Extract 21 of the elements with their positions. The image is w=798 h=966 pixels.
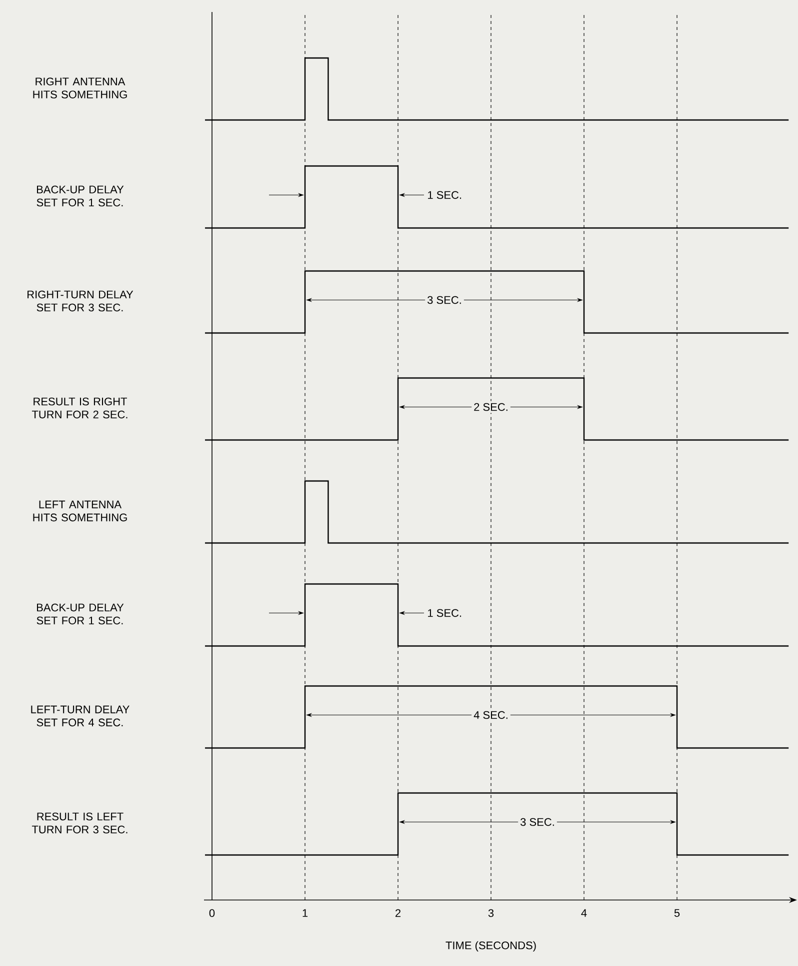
duration-label: 3 SEC. [518, 816, 557, 828]
tick-label: 5 [674, 909, 680, 917]
tick-label: 4 [581, 909, 587, 917]
duration-label: 1 SEC. [428, 609, 462, 617]
axis-title: TIME (SECONDS) [446, 941, 536, 952]
tick-label: 2 [396, 909, 401, 917]
duration-label: 3 SEC. [425, 294, 464, 306]
signal-label: RESULT IS RIGHT TURN FOR 2 SEC. [32, 398, 128, 418]
signal-label: RESULT IS LEFT TURN FOR 3 SEC. [32, 812, 128, 834]
signal-label: BACK-UP DELAY SET FOR 1 SEC. [36, 604, 124, 624]
signal-label: LEFT ANTENNA HITS SOMETHING [33, 500, 127, 522]
duration-label: 4 SEC. [472, 709, 510, 721]
signal-label: BACK-UP DELAY SET FOR 1 SEC. [36, 186, 124, 206]
signal-label: RIGHT-TURN DELAY SET FOR 3 SEC. [28, 290, 134, 312]
duration-label: 2 SEC. [472, 401, 510, 413]
tick-label: 3 [488, 909, 494, 917]
tick-label: 0 [209, 909, 215, 917]
duration-label: 1 SEC. [428, 191, 462, 199]
tick-label: 1 [302, 909, 308, 917]
signal-label: LEFT-TURN DELAY SET FOR 4 SEC. [31, 706, 130, 726]
signal-label: RIGHT ANTENNA HITS SOMETHING [33, 78, 127, 98]
